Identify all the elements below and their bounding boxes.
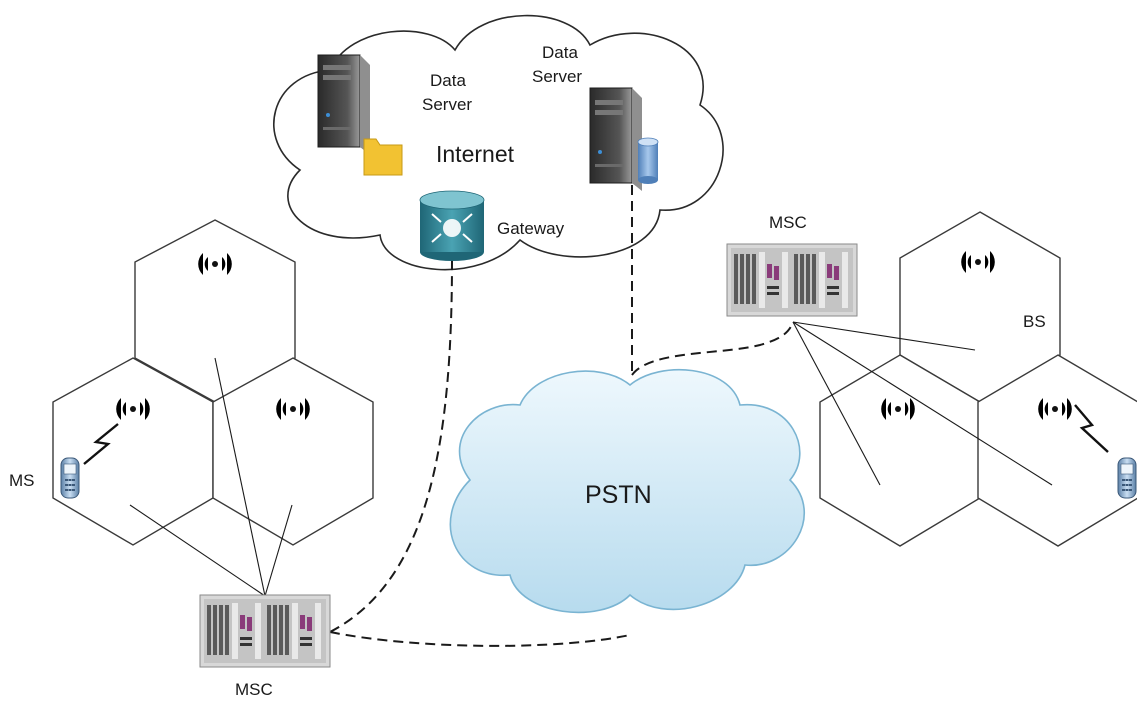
data-server-icon: [317, 54, 403, 176]
pstn-cloud: [449, 368, 805, 614]
data-server-left-label-line2: Server: [422, 95, 472, 114]
msc-label-bottom: MSC: [235, 680, 273, 699]
radio-link-left: [83, 423, 119, 465]
msc-rack-icon: [199, 594, 331, 668]
msc-to-pstn-link: [329, 631, 631, 647]
internet-cloud: [273, 14, 724, 271]
msc-label-right: MSC: [769, 213, 807, 232]
radio-link-right: [1074, 404, 1109, 453]
mobile-phone-icon: [60, 457, 80, 499]
cell-hexagon-bottom-right-right-cluster: [977, 354, 1137, 547]
pstn-to-msc-right-link: [631, 321, 794, 376]
data-server-right-label-line1: Data: [542, 43, 578, 62]
gateway-router-icon: [419, 190, 485, 261]
bs-label: BS: [1023, 312, 1046, 331]
bs-msc-links-left: [129, 357, 293, 597]
cell-hexagon-mid-right: [212, 357, 374, 546]
data-server-left-label-line1: Data: [430, 71, 466, 90]
internet-label: Internet: [436, 141, 515, 167]
msc-rack-icon: [726, 243, 858, 317]
gateway-label: Gateway: [497, 219, 565, 238]
ms-label: MS: [9, 471, 35, 490]
database-server-icon: [589, 87, 659, 191]
pstn-label: PSTN: [585, 481, 652, 509]
gateway-to-msc-link: [329, 259, 453, 633]
mobile-phone-icon: [1117, 457, 1137, 499]
data-server-right-label-line2: Server: [532, 67, 582, 86]
bs-msc-links-right: [792, 321, 1053, 486]
